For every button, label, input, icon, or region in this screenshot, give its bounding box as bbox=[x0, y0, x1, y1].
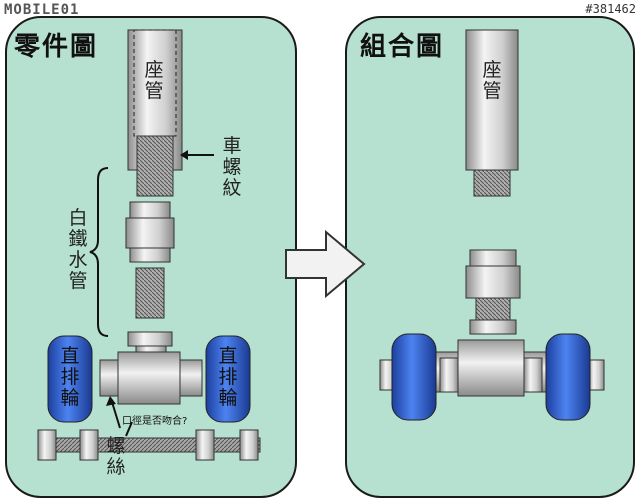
char: 白 bbox=[68, 207, 88, 229]
screw-label: 螺 絲 bbox=[104, 436, 128, 478]
assembled-seat-tube-label: 座 管 bbox=[480, 60, 504, 102]
char: 車 bbox=[222, 135, 242, 157]
char: 座 bbox=[482, 59, 502, 81]
screw-bolt-part bbox=[37, 429, 261, 461]
wheel-right-label: 直 排 輪 bbox=[216, 346, 240, 409]
assembled-wheel-left bbox=[391, 333, 437, 421]
char: 絲 bbox=[106, 456, 126, 478]
assembled-wheel-right bbox=[545, 333, 591, 421]
char: 直 bbox=[60, 345, 80, 367]
char: 螺 bbox=[222, 156, 242, 178]
char: 管 bbox=[68, 270, 88, 292]
tee-fitting-part bbox=[99, 345, 203, 405]
seat-tube-part bbox=[127, 29, 183, 197]
assembly-diagram-title: 組合圖 bbox=[360, 32, 445, 62]
char: 直 bbox=[218, 345, 238, 367]
char: 座 bbox=[144, 59, 164, 81]
parts-diagram-title: 零件圖 bbox=[14, 32, 99, 62]
seat-tube-label: 座 管 bbox=[142, 60, 166, 102]
char: 管 bbox=[144, 80, 164, 102]
inline-wheel-left bbox=[47, 335, 93, 423]
mobile01-logo: MOBILE01 bbox=[4, 2, 80, 18]
char: 紋 bbox=[222, 177, 242, 199]
caliber-question: 口徑是否吻合? bbox=[122, 416, 188, 427]
char: 排 bbox=[218, 366, 238, 388]
thread-label: 車 螺 紋 bbox=[220, 136, 244, 199]
wheel-left-label: 直 排 輪 bbox=[58, 346, 82, 409]
char: 鐵 bbox=[68, 228, 88, 250]
char: 輪 bbox=[60, 387, 80, 409]
steel-pipe-label: 白 鐵 水 管 bbox=[66, 208, 90, 292]
assembly-arrow bbox=[285, 229, 366, 299]
inline-wheel-right bbox=[205, 335, 251, 423]
char: 排 bbox=[60, 366, 80, 388]
char: 輪 bbox=[218, 387, 238, 409]
image-id: #381462 bbox=[585, 2, 636, 16]
char: 管 bbox=[482, 80, 502, 102]
char: 水 bbox=[68, 249, 88, 271]
char: 螺 bbox=[106, 435, 126, 457]
assembled-seat-tube bbox=[465, 29, 519, 197]
steel-pipe-part bbox=[125, 201, 175, 347]
